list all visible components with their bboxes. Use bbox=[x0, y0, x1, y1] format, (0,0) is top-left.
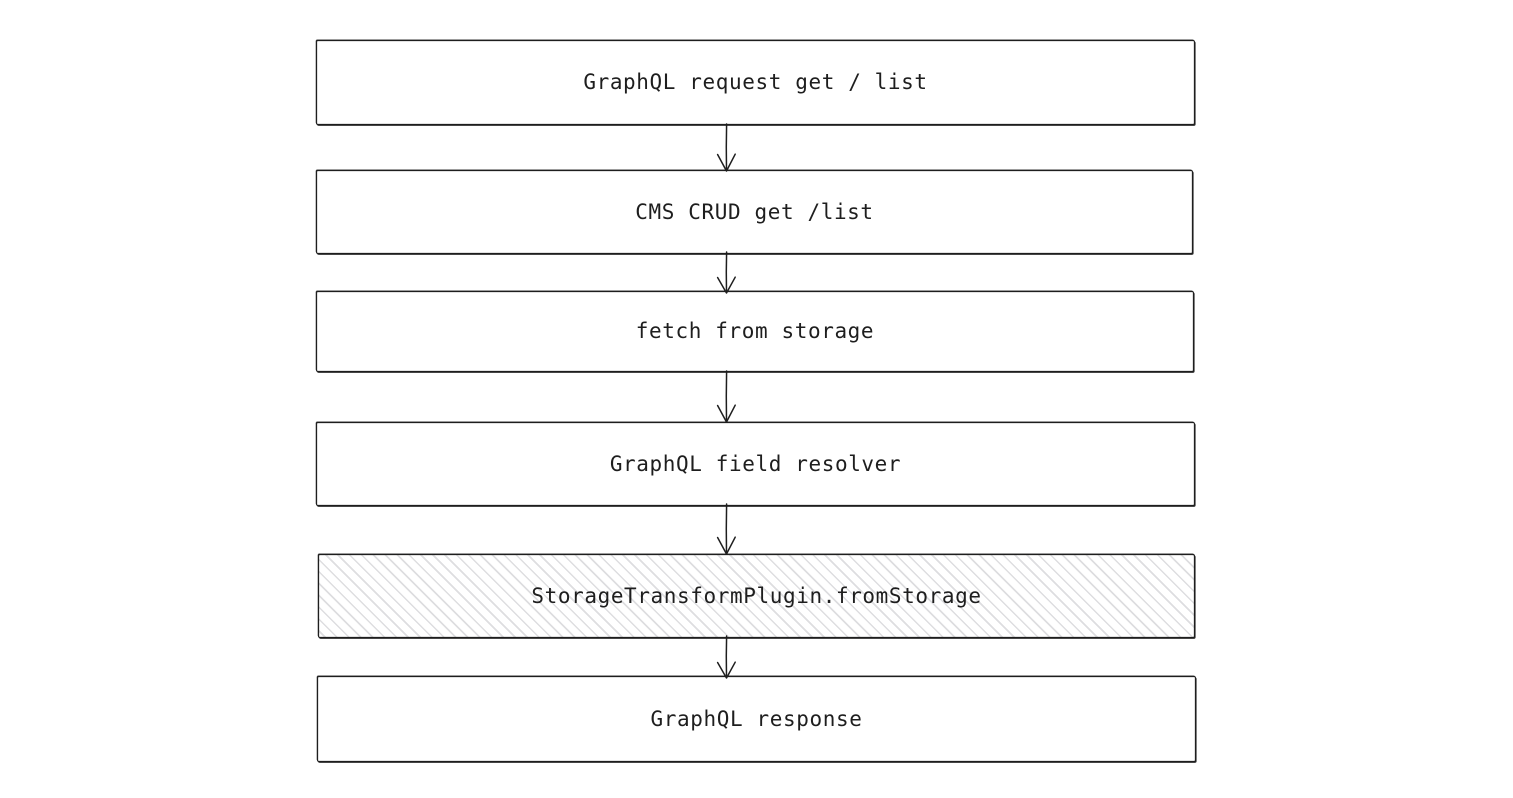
edge-resolver-to-plugin bbox=[700, 502, 756, 560]
node-label-cms-crud: CMS CRUD get /list bbox=[635, 199, 874, 224]
node-label-graphql-response: GraphQL response bbox=[650, 706, 863, 731]
node-label-graphql-request: GraphQL request get / list bbox=[583, 70, 928, 94]
node-graphql-response[interactable]: GraphQL response bbox=[317, 676, 1196, 762]
node-cms-crud[interactable]: CMS CRUD get /list bbox=[316, 170, 1193, 254]
edge-request-to-crud bbox=[700, 120, 756, 178]
node-storage-transform-plugin[interactable]: StorageTransformPlugin.fromStorage bbox=[318, 554, 1195, 638]
arrow-icon bbox=[716, 635, 736, 679]
node-label-fetch-from-storage: fetch from storage bbox=[635, 319, 875, 343]
arrow-icon bbox=[716, 370, 736, 423]
arrow-icon bbox=[716, 503, 736, 555]
node-graphql-request[interactable]: GraphQL request get / list bbox=[316, 40, 1195, 125]
node-label-storage-transform-plugin: StorageTransformPlugin.fromStorage bbox=[531, 583, 982, 608]
node-graphql-field-resolver[interactable]: GraphQL field resolver bbox=[316, 422, 1195, 506]
arrow-icon bbox=[716, 251, 736, 294]
node-fetch-from-storage[interactable]: fetch from storage bbox=[316, 291, 1194, 372]
edge-plugin-to-response bbox=[700, 634, 756, 684]
node-label-graphql-field-resolver: GraphQL field resolver bbox=[609, 451, 902, 476]
arrow-icon bbox=[716, 123, 736, 172]
edge-fetch-to-resolver bbox=[700, 368, 756, 428]
edge-crud-to-fetch bbox=[700, 250, 756, 300]
